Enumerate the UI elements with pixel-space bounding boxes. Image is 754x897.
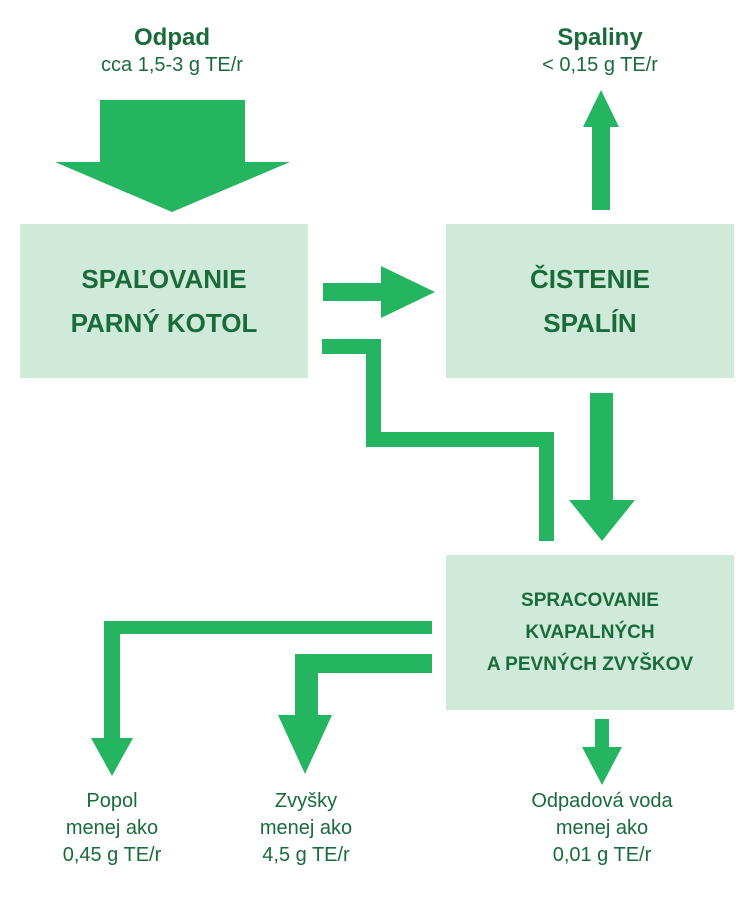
combustion-line2: PARNÝ KOTOL — [70, 308, 258, 338]
ash-limit-text: menej ako — [65, 817, 159, 839]
wastewater-limit-text: menej ako — [555, 817, 649, 839]
wastewater-arrow — [582, 719, 622, 785]
exhaust-label: Spaliny < 0,15 g TE/r — [500, 24, 700, 79]
input-label: Odpad cca 1,5-3 g TE/r — [62, 24, 282, 79]
cleaning-line2: SPALÍN — [543, 308, 637, 338]
residues-amount: 4,5 g TE/r — [262, 844, 350, 866]
residues-title: Zvyšky — [274, 790, 338, 812]
cleaning-box: ČISTENIE SPALÍN — [446, 224, 734, 378]
ash-title: Popol — [86, 790, 138, 812]
cleaning-line1: ČISTENIE — [530, 264, 650, 294]
exhaust-arrow — [583, 90, 619, 210]
input-title: Odpad — [134, 24, 210, 51]
ash-amount: 0,45 g TE/r — [62, 844, 162, 866]
wastewater-title: Odpadová voda — [531, 790, 673, 812]
combustion-box: SPAĽOVANIE PARNÝ KOTOL — [20, 224, 308, 378]
residues-limit-text: menej ako — [259, 817, 353, 839]
residues-label: Zvyšky menej ako 4,5 g TE/r — [236, 788, 376, 869]
cleaning-to-processing-arrow — [569, 393, 635, 541]
ash-arrow — [91, 621, 432, 776]
input-amount: cca 1,5-3 g TE/r — [101, 54, 243, 76]
residues-arrow — [278, 654, 432, 774]
processing-line1: SPRACOVANIE — [521, 589, 659, 611]
ash-label: Popol menej ako 0,45 g TE/r — [42, 788, 182, 869]
exhaust-amount: < 0,15 g TE/r — [542, 54, 658, 76]
boiler-bypass-connector — [322, 339, 554, 541]
boiler-to-cleaning-arrow — [323, 266, 435, 318]
wastewater-label: Odpadová voda menej ako 0,01 g TE/r — [502, 788, 702, 869]
input-arrow — [55, 100, 290, 212]
processing-line2: KVAPALNÝCH — [525, 621, 655, 643]
combustion-line1: SPAĽOVANIE — [81, 264, 247, 294]
processing-box: SPRACOVANIE KVAPALNÝCH A PEVNÝCH ZVYŠKOV — [446, 555, 734, 710]
wastewater-amount: 0,01 g TE/r — [552, 844, 652, 866]
processing-line3: A PEVNÝCH ZVYŠKOV — [486, 653, 694, 675]
exhaust-title: Spaliny — [557, 24, 643, 51]
